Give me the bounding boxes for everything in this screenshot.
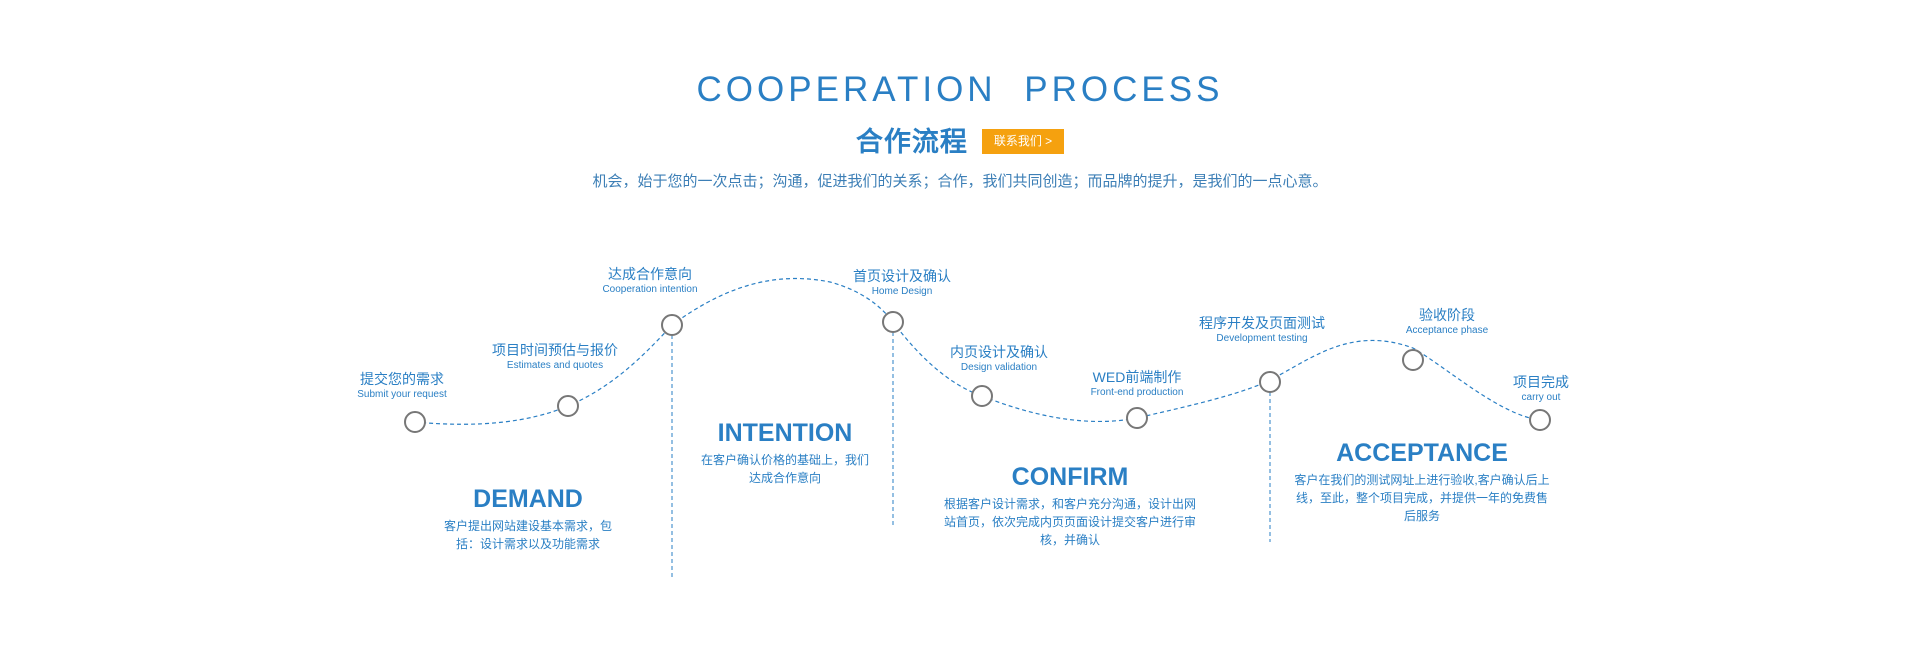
step-cn: WED前端制作 [1092,369,1182,385]
curve-path [414,277,1541,425]
step-node-3 [661,314,683,336]
step-label-5: 内页设计及确认 Design validation [950,344,1048,374]
step-cn: 项目时间预估与报价 [492,342,618,358]
stage-title: INTENTION [717,419,853,447]
title-row: 合作流程 联系我们 > [0,120,1920,159]
step-label-9: 项目完成 carry out [1513,374,1569,404]
step-label-8: 验收阶段 Acceptance phase [1406,307,1488,337]
step-node-1 [404,411,426,433]
step-label-2: 项目时间预估与报价 Estimates and quotes [492,342,618,372]
step-node-8 [1402,349,1424,371]
stage-intention: INTENTION 在客户确认价格的基础上，我们达成合作意向 [700,418,870,487]
stage-desc: 客户在我们的测试网址上进行验收,客户确认后上线，至此，整个项目完成，并提供一年的… [1294,473,1550,523]
step-en: Front-end production [1090,387,1184,398]
step-en: Development testing [1216,333,1308,344]
intro-text: 机会，始于您的一次点击；沟通，促进我们的关系；合作，我们共同创造；而品牌的提升，… [592,173,1328,190]
step-cn: 项目完成 [1513,374,1569,390]
stage-confirm: CONFIRM 根据客户设计需求，和客户充分沟通，设计出网站首页，依次完成内页页… [939,462,1201,549]
stage-acceptance: ACCEPTANCE 客户在我们的测试网址上进行验收,客户确认后上线，至此，整个… [1294,438,1550,525]
contact-us-button[interactable]: 联系我们 > [981,128,1065,154]
step-cn: 程序开发及页面测试 [1199,315,1325,331]
stage-title: DEMAND [473,485,583,513]
stage-desc: 根据客户设计需求，和客户充分沟通，设计出网站首页，依次完成内页页面设计提交客户进… [943,497,1196,547]
stage-title: CONFIRM [1011,463,1129,491]
step-en: Acceptance phase [1405,325,1489,336]
step-en: Estimates and quotes [506,360,604,371]
stage-demand: DEMAND 客户提出网站建设基本需求，包括：设计需求以及功能需求 [438,484,618,553]
step-cn: 提交您的需求 [360,371,444,387]
stage-title: ACCEPTANCE [1336,439,1508,467]
step-node-2 [557,395,579,417]
step-node-9 [1529,409,1551,431]
step-node-6 [1126,407,1148,429]
step-label-6: WED前端制作 Front-end production [1091,369,1184,399]
stage-desc: 客户提出网站建设基本需求，包括：设计需求以及功能需求 [443,519,612,551]
step-label-3: 达成合作意向 Cooperation intention [602,266,697,296]
step-en: carry out [1521,392,1561,403]
stage-desc: 在客户确认价格的基础上，我们达成合作意向 [700,453,869,485]
step-label-4: 首页设计及确认 Home Design [853,268,951,298]
step-cn: 首页设计及确认 [853,268,951,284]
step-en: Home Design [871,286,933,297]
section-title-cn: 合作流程 [855,127,968,157]
step-label-7: 程序开发及页面测试 Development testing [1199,315,1325,345]
step-node-5 [971,385,993,407]
step-node-4 [882,311,904,333]
step-en: Design validation [960,362,1038,373]
step-en: Submit your request [357,389,447,400]
step-en: Cooperation intention [602,284,698,295]
step-node-7 [1259,371,1281,393]
step-label-1: 提交您的需求 Submit your request [357,371,447,401]
section-title-en: COOPERATION PROCESS [696,70,1224,109]
step-cn: 内页设计及确认 [950,344,1048,360]
step-cn: 验收阶段 [1419,307,1475,323]
step-cn: 达成合作意向 [607,266,692,282]
